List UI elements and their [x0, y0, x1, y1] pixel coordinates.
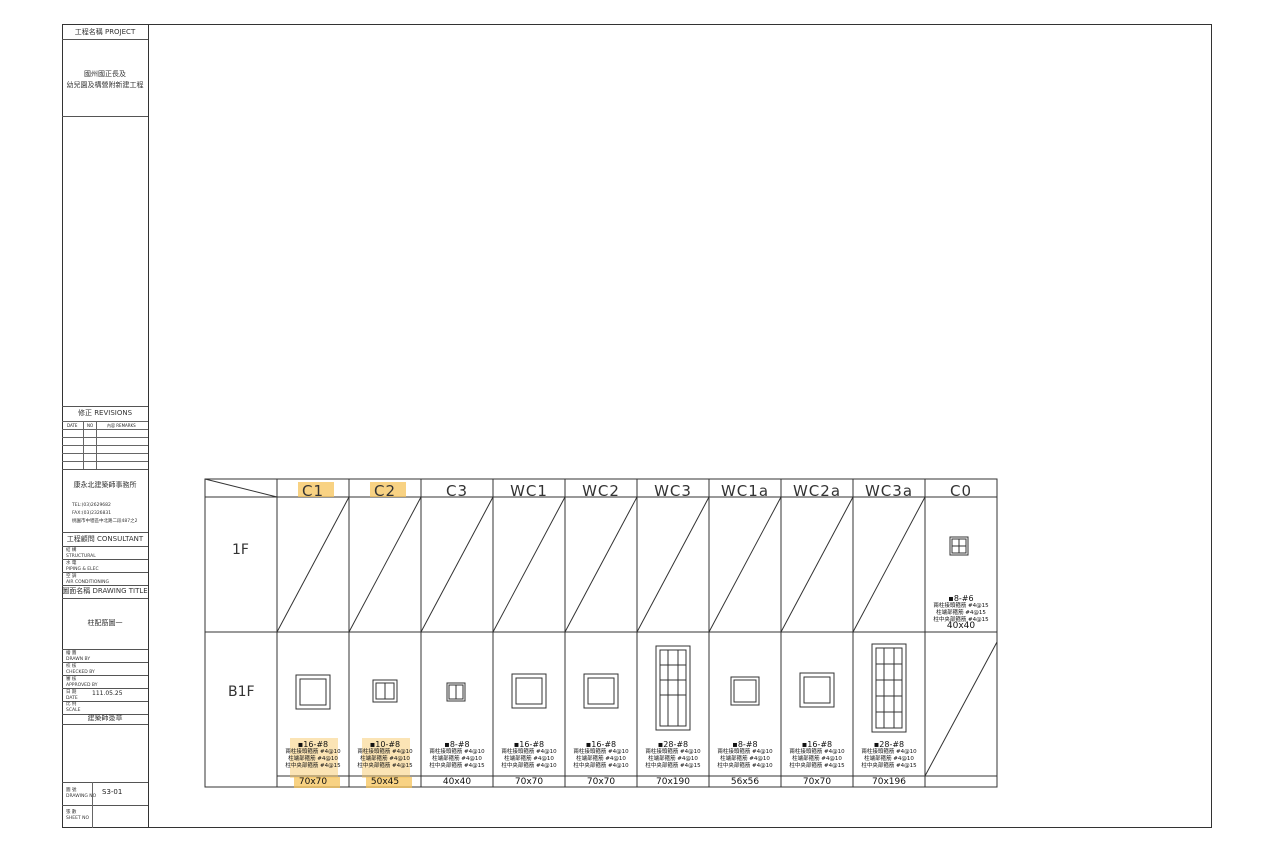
column-heading-wc3: WC3 — [654, 482, 692, 500]
size-c3-b1f: 40x40 — [442, 777, 472, 787]
drawing-title-label: 圖面名稱 DRAWING TITLE — [62, 587, 148, 595]
revisions-label: 修正 REVISIONS — [77, 409, 133, 417]
floor-label-1f: 1F — [232, 542, 249, 558]
column-heading-c2: C2 — [373, 482, 397, 500]
column-heading-c3: C3 — [445, 482, 469, 500]
firm-fax: FAX:(03)2326831 — [72, 511, 112, 516]
firm-tel: TEL:(03)2629682 — [72, 503, 111, 508]
size-wc1-b1f: 70x70 — [514, 777, 544, 787]
size-c0-1f: 40x40 — [946, 621, 976, 631]
drawing-sheet-border — [62, 24, 1212, 828]
firm-name: 康永北建築師事務所 — [73, 481, 137, 489]
project-name-line2: 幼兒園及構營附新建工程 — [66, 81, 144, 89]
column-heading-wc1a: WC1a — [720, 482, 770, 500]
spec-c0-1f: ▪8-#6 兩柱接頭箍筋 #4@15 柱端部箍筋 #4@15 柱中央部箍筋 #4… — [933, 594, 989, 623]
size-wc3a-b1f: 70x196 — [872, 777, 906, 787]
architect-stamp-label: 建築師簽章 — [87, 714, 123, 722]
firm-address: 桃園市中壢區中北路二段487之2 — [72, 519, 138, 524]
date-value: 111.05.25 — [92, 690, 123, 697]
column-heading-wc2a: WC2a — [792, 482, 842, 500]
column-heading-wc2: WC2 — [582, 482, 620, 500]
size-wc2a-b1f: 70x70 — [802, 777, 832, 787]
column-heading-wc1: WC1 — [510, 482, 548, 500]
size-wc3-b1f: 70x190 — [656, 777, 690, 787]
title-block: 工程名稱 PROJECT 國州國正長及 幼兒園及構營附新建工程 修正 REVIS… — [62, 24, 149, 828]
drawing-title: 柱配筋圖一 — [87, 619, 123, 627]
project-name-line1: 國州國正長及 — [84, 70, 126, 78]
floor-label-b1f: B1F — [228, 684, 255, 700]
consultant-label: 工程顧問 CONSULTANT — [66, 535, 144, 543]
column-heading-wc3a: WC3a — [864, 482, 914, 500]
size-wc2-b1f: 70x70 — [586, 777, 616, 787]
sheet-number: S3-01 — [102, 788, 123, 796]
size-c1-b1f: 70x70 — [298, 777, 328, 787]
size-c2-b1f: 50x45 — [370, 777, 400, 787]
column-heading-c1: C1 — [301, 482, 325, 500]
size-wc1a-b1f: 56x56 — [730, 777, 760, 787]
column-heading-c0: C0 — [949, 482, 973, 500]
project-label: 工程名稱 PROJECT — [74, 28, 136, 36]
